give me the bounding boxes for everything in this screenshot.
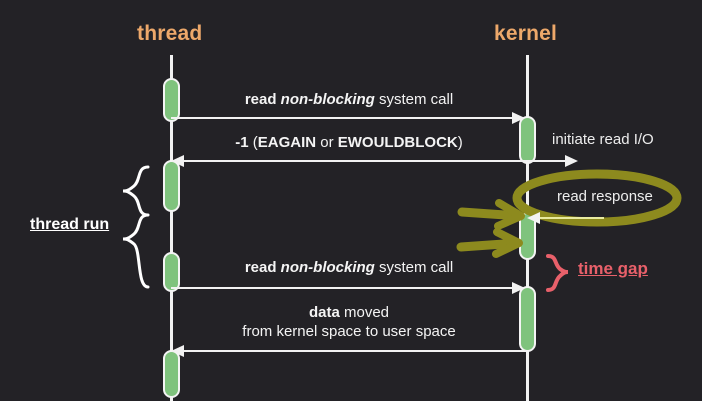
activation-thread-3 [163, 252, 180, 292]
arrowhead-left-eagain-return [171, 155, 184, 167]
side-line-initiate-read-io [527, 160, 567, 162]
lifeline-thread [170, 55, 173, 401]
side-note-read-response: read response [557, 188, 653, 205]
message-label-read-nonblocking-2: read non-blocking system call [244, 259, 454, 276]
olive-arrow-upper-shaft [457, 207, 525, 221]
annotation-thread-run: thread run [30, 216, 110, 233]
olive-arrow-upper-head [494, 199, 525, 230]
activation-thread-4 [163, 350, 180, 398]
arrowhead-right-read-nonblocking-2 [512, 282, 525, 294]
side-note-initiate-read-io: initiate read I/O [552, 131, 654, 148]
olive-arrow-lower-head [492, 228, 523, 258]
message-line-read-nonblocking-1 [171, 117, 519, 119]
activation-kernel-1 [519, 116, 536, 164]
message-line-data-moved [178, 350, 527, 352]
message-line-eagain-return [178, 160, 527, 162]
arrowhead-right-initiate-read-io [565, 155, 578, 167]
lifeline-header-kernel: kernel [494, 22, 558, 45]
activation-thread-2 [163, 160, 180, 212]
lifeline-header-thread: thread [137, 22, 203, 45]
message-label-read-nonblocking-1: read non-blocking system call [244, 91, 454, 108]
arrowhead-left-data-moved [171, 345, 184, 357]
brace-time-gap [546, 254, 569, 292]
side-line-read-response [534, 217, 604, 219]
arrowhead-left-read-response [527, 212, 540, 224]
olive-arrow-lower-shaft [456, 238, 523, 252]
activation-kernel-3 [519, 286, 536, 352]
arrowhead-right-read-nonblocking-1 [512, 112, 525, 124]
activation-thread-1 [163, 78, 180, 122]
message-label-eagain-return: -1 (EAGAIN or EWOULDBLOCK) [235, 134, 463, 151]
brace-thread-run [122, 165, 150, 289]
message-line-read-nonblocking-2 [171, 287, 519, 289]
annotation-time-gap: time gap [578, 259, 648, 278]
